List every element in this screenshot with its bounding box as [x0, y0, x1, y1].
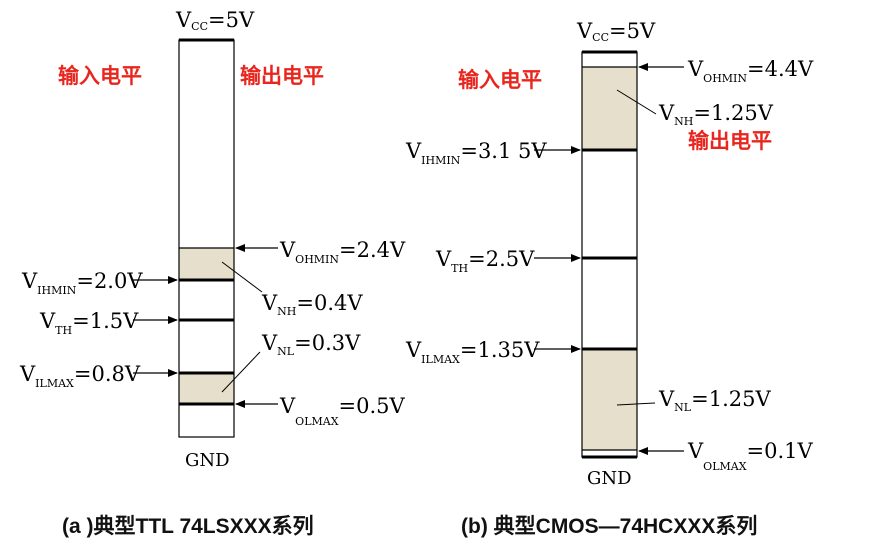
- cmos-input-level-title: 输入电平: [458, 68, 542, 92]
- ttl-vth-label: VTH=1.5V: [39, 309, 139, 337]
- cmos-vihmin-label: VIHMIN=3.1 5V: [405, 139, 547, 167]
- cmos-vnh-leader: [616, 89, 657, 115]
- ttl-vnl-leader: [221, 351, 261, 393]
- cmos-diagram: VCC=5V 输入电平 输出电平 VOHMIN=4.4V VNH=1.25V V…: [405, 19, 814, 538]
- ttl-input-level-title: 输入电平: [58, 64, 142, 88]
- cmos-volmax-label: VOLMAX=0.1V: [687, 439, 814, 473]
- ttl-vnl-label: VNL=0.3V: [261, 331, 361, 358]
- ttl-vnh-leader: [221, 261, 263, 293]
- ttl-vohmin-label: VOHMIN=2.4V: [279, 238, 406, 266]
- ttl-vilmax-label: VILMAX=0.8V: [19, 362, 141, 390]
- cmos-caption: (b) 典型CMOS—74HCXXX系列: [461, 514, 757, 538]
- cmos-noise-margin-high-band: [582, 67, 637, 150]
- ttl-gnd-label: GND: [185, 450, 230, 471]
- cmos-output-level-title: 输出电平: [688, 129, 772, 153]
- cmos-vilmax-label: VILMAX=1.35V: [405, 338, 540, 366]
- ttl-noise-margin-high-band: [179, 248, 234, 280]
- ttl-vnh-label: VNH=0.4V: [261, 291, 363, 318]
- ttl-volmax-label: VOLMAX=0.5V: [279, 394, 406, 428]
- ttl-diagram: VCC=5V 输入电平 输出电平 VOHMIN=2.4V VNH=0.4V VN…: [19, 8, 406, 538]
- cmos-vohmin-label: VOHMIN=4.4V: [687, 57, 814, 85]
- cmos-vnl-label: VNL=1.25V: [658, 387, 771, 414]
- cmos-vcc-label: VCC=5V: [576, 19, 656, 44]
- cmos-noise-margin-low-band: [582, 349, 637, 450]
- ttl-caption: (a )典型TTL 74LSXXX系列: [62, 514, 314, 538]
- cmos-vnl-leader: [616, 402, 656, 406]
- ttl-output-level-title: 输出电平: [240, 64, 324, 88]
- cmos-vnh-label: VNH=1.25V: [658, 101, 774, 128]
- ttl-vcc-label: VCC=5V: [175, 8, 255, 33]
- ttl-vihmin-label: VIHMIN=2.0V: [21, 269, 143, 297]
- cmos-vth-label: VTH=2.5V: [435, 247, 535, 275]
- cmos-gnd-label: GND: [587, 468, 632, 489]
